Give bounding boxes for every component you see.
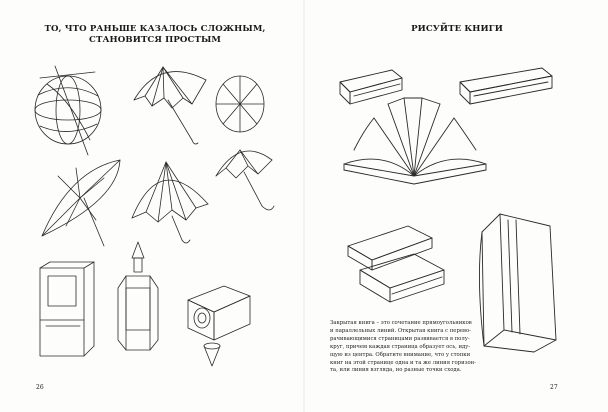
standing-book-sketch [478, 213, 557, 353]
umbrella-perspective-sketch [131, 161, 209, 244]
closed-book-left-sketch [339, 69, 403, 105]
perfume-bottle-sketch [117, 241, 159, 351]
glass-box-sketch [39, 261, 95, 357]
right-page: РИСУЙТЕ КНИГИ [304, 0, 608, 412]
caption-line-4: круг, причем каждая страница образует ос… [330, 343, 471, 350]
caption-line-1: Закрытая книга – это сочетание прямоугол… [330, 320, 472, 326]
umbrella-small-sketch [215, 149, 275, 211]
caption-line-6: книг на этой странице одна и та же линия… [330, 359, 476, 366]
umbrella-open-sketch [133, 66, 207, 145]
pendant-cone-sketch [203, 342, 221, 367]
right-page-heading: РИСУЙТЕ КНИГИ [411, 24, 503, 34]
book-stack-sketch [347, 225, 445, 303]
book-caption: Закрытая книга – это сочетание прямоугол… [330, 320, 504, 375]
spread-gutter [303, 0, 305, 412]
left-heading-line-2: СТАНОВИТСЯ ПРОСТЫМ [89, 35, 221, 45]
closed-book-right-sketch [459, 67, 553, 105]
caption-line-5: щую из центра. Обратите внимание, что у … [330, 351, 471, 358]
matchbox-sketch [187, 285, 251, 341]
circle-segments-sketch [215, 75, 265, 133]
left-page: ТО, ЧТО РАНЬШЕ КАЗАЛОСЬ СЛОЖНЫМ, СТАНОВИ… [34, 24, 275, 391]
sphere-sketch [34, 65, 102, 156]
left-heading-line-1: ТО, ЧТО РАНЬШЕ КАЗАЛОСЬ СЛОЖНЫМ, [44, 24, 266, 34]
right-page-sketches [339, 67, 557, 353]
caption-line-2: и параллельных линий. Открытая книга с п… [330, 327, 471, 334]
left-page-heading: ТО, ЧТО РАНЬШЕ КАЗАЛОСЬ СЛОЖНЫМ, СТАНОВИ… [40, 24, 270, 46]
caption-line-3: рачивающимися страницами развивается в п… [330, 335, 470, 342]
open-book-fan-sketch [343, 97, 487, 185]
left-page-number: 26 [36, 384, 44, 391]
left-page-sketches [34, 65, 275, 367]
right-page-number: 27 [550, 384, 558, 391]
caption-line-7: та, или линия взгляда, но разные точки с… [330, 367, 462, 374]
umbrella-flat-sketch [41, 159, 121, 247]
